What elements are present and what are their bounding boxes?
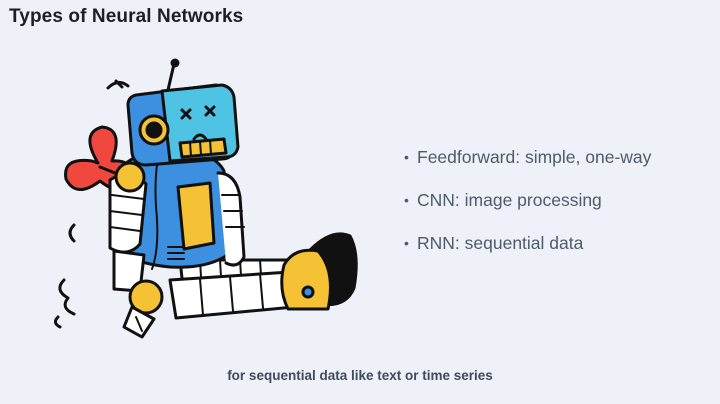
bullet-list: • Feedforward: simple, one-way • CNN: im… <box>404 143 651 272</box>
bullet-item: • Feedforward: simple, one-way <box>404 143 651 186</box>
slide-title: Types of Neural Networks <box>9 6 244 27</box>
bullet-text: Feedforward: simple, one-way <box>417 147 652 167</box>
bullet-item: • CNN: image processing <box>404 186 651 229</box>
robot-illustration <box>53 58 358 339</box>
caption-subtitle: for sequential data like text or time se… <box>227 368 493 383</box>
bullet-text: CNN: image processing <box>417 190 602 210</box>
bullet-item: • RNN: sequential data <box>404 229 651 272</box>
bullet-dot: • <box>404 192 409 208</box>
bullet-text: RNN: sequential data <box>417 233 584 253</box>
bullet-dot: • <box>404 235 409 251</box>
bullet-dot: • <box>404 149 409 165</box>
